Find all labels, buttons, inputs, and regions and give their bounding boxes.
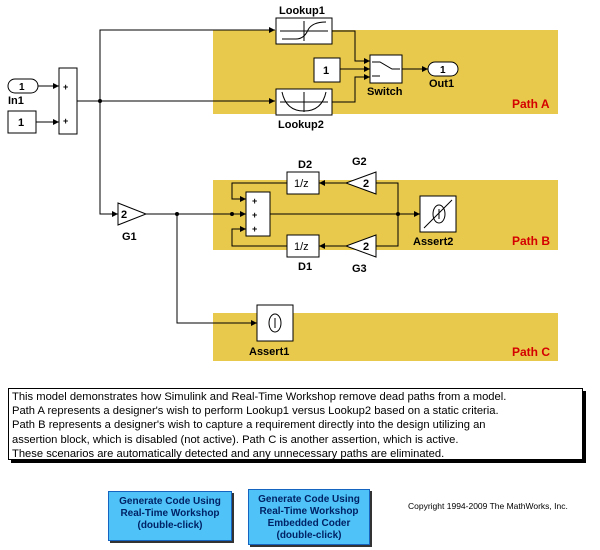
svg-text:1: 1 xyxy=(323,65,329,77)
svg-text:1: 1 xyxy=(19,82,25,93)
g1-label: G1 xyxy=(122,231,137,243)
svg-text:2: 2 xyxy=(363,241,369,253)
switch-block[interactable] xyxy=(369,54,403,84)
delay-d1-block[interactable]: 1/z xyxy=(286,234,320,258)
path-a-label: Path A xyxy=(512,97,550,111)
copyright-text: Copyright 1994-2009 The MathWorks, Inc. xyxy=(408,501,568,511)
in1-inport[interactable]: 1 xyxy=(7,78,39,94)
lookup2-block[interactable] xyxy=(275,88,333,116)
lookup2-label: Lookup2 xyxy=(278,119,324,131)
out1-label: Out1 xyxy=(429,78,454,90)
assert1-block[interactable] xyxy=(256,304,294,342)
sum-path-b-block[interactable]: + + + xyxy=(245,191,271,237)
generate-code-rtw-button[interactable]: Generate Code Using Real-Time Workshop (… xyxy=(108,491,232,541)
svg-text:+: + xyxy=(63,82,68,92)
description-line: Path B represents a designer's wish to c… xyxy=(12,419,486,432)
button-label: Real-Time Workshop xyxy=(259,506,359,517)
svg-text:1: 1 xyxy=(440,65,446,76)
d1-label: D1 xyxy=(298,261,312,273)
svg-text:2: 2 xyxy=(363,178,369,190)
description-line: This model demonstrates how Simulink and… xyxy=(12,391,507,403)
g2-label: G2 xyxy=(352,156,367,168)
button-label: Real-Time Workshop xyxy=(120,508,220,519)
button-label: Embedded Coder xyxy=(267,518,351,529)
button-label: Generate Code Using xyxy=(258,494,360,505)
svg-text:+: + xyxy=(63,116,68,126)
svg-text:+: + xyxy=(252,210,257,220)
assert2-block[interactable] xyxy=(419,195,457,233)
svg-text:1: 1 xyxy=(18,117,24,129)
assert2-label: Assert2 xyxy=(413,236,453,248)
in1-label: In1 xyxy=(8,95,24,107)
path-c-label: Path C xyxy=(512,345,550,359)
path-b-label: Path B xyxy=(512,234,550,248)
model-description-note: This model demonstrates how Simulink and… xyxy=(8,388,583,460)
delay-d2-block[interactable]: 1/z xyxy=(286,171,320,195)
button-label: Generate Code Using xyxy=(119,496,221,507)
generate-code-embedded-coder-button[interactable]: Generate Code Using Real-Time Workshop E… xyxy=(248,489,370,545)
lookup1-label: Lookup1 xyxy=(279,5,325,17)
sum-input-block[interactable]: + + xyxy=(58,67,78,135)
svg-text:1/z: 1/z xyxy=(294,178,309,190)
button-label: (double-click) xyxy=(276,530,342,541)
description-line: Path A represents a designer's wish to p… xyxy=(12,405,499,418)
g3-label: G3 xyxy=(352,263,367,275)
out1-outport[interactable]: 1 xyxy=(427,61,459,77)
simulink-model-diagram: Path A Path B Path C 1 In1 1 + + Lookup1… xyxy=(7,5,558,361)
svg-text:+: + xyxy=(252,196,257,206)
description-line: assertion block, which is disabled (not … xyxy=(12,433,459,446)
constant-switch-block[interactable]: 1 xyxy=(313,57,341,83)
button-label: (double-click) xyxy=(137,520,203,531)
d2-label: D2 xyxy=(298,159,312,171)
constant-input-block[interactable]: 1 xyxy=(7,110,37,134)
svg-text:+: + xyxy=(252,224,257,234)
description-line: These scenarios are automatically detect… xyxy=(12,447,445,460)
assert1-label: Assert1 xyxy=(249,346,289,358)
gain-g1-block[interactable]: 2 xyxy=(117,202,148,226)
lookup1-block[interactable] xyxy=(275,17,333,45)
svg-text:1/z: 1/z xyxy=(294,241,309,253)
switch-label: Switch xyxy=(367,86,403,98)
svg-text:2: 2 xyxy=(121,209,127,221)
